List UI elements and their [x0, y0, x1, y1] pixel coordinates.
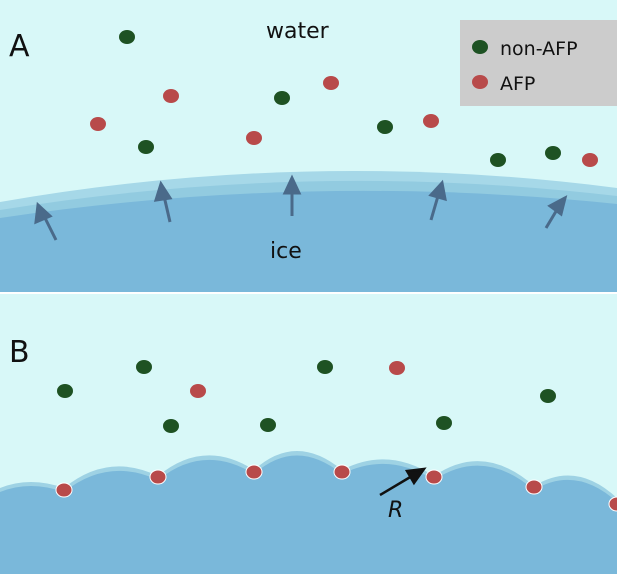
non-afp-particles [119, 30, 561, 167]
panel-b-diagram: B R [0, 335, 617, 574]
non-afp-particle [163, 419, 179, 433]
non-afp-particle [436, 416, 452, 430]
legend: non-AFP AFP [460, 20, 617, 106]
adsorbed-afp-particles [55, 464, 617, 512]
afp-particle [608, 496, 617, 512]
panel-a-diagram: non-AFP AFP A water ice [0, 19, 617, 292]
non-afp-particle [274, 91, 290, 105]
radius-label: R [388, 498, 403, 523]
afp-particle [323, 76, 339, 90]
non-afp-particle [136, 360, 152, 374]
ice-label: ice [270, 239, 302, 264]
afp-particles-b [190, 361, 405, 398]
non-afp-particle [490, 153, 506, 167]
non-afp-particle [317, 360, 333, 374]
non-afp-particles-b [57, 360, 556, 433]
afp-particles [90, 76, 598, 167]
afp-particle [582, 153, 598, 167]
non-afp-particle [540, 389, 556, 403]
non-afp-particle [138, 140, 154, 154]
panel-b-label: B [9, 335, 30, 370]
afp-particle [190, 384, 206, 398]
afp-particle [149, 469, 167, 485]
afp-particle [246, 131, 262, 145]
afp-particle [90, 117, 106, 131]
non-afp-particle [119, 30, 135, 44]
afp-particle [245, 464, 263, 480]
legend-label-non-afp: non-AFP [500, 38, 578, 60]
water-label: water [266, 19, 330, 44]
growth-arrow [544, 195, 568, 229]
growth-arrows [34, 174, 568, 241]
afp-particle [333, 464, 351, 480]
non-afp-particle [545, 146, 561, 160]
afp-particle [425, 469, 443, 485]
growth-arrow [282, 174, 302, 216]
growth-arrow [428, 179, 447, 221]
afp-particle [163, 89, 179, 103]
non-afp-particle [57, 384, 73, 398]
ice-block-rough [0, 455, 617, 574]
afp-particle [423, 114, 439, 128]
panel-a: non-AFP AFP A water ice [0, 0, 617, 292]
legend-swatch-non-afp [472, 40, 488, 54]
growth-arrow [34, 201, 58, 241]
non-afp-particle [260, 418, 276, 432]
panel-b: B R [0, 292, 617, 574]
legend-swatch-afp [472, 75, 488, 89]
panel-a-label: A [9, 29, 30, 64]
ice-block [0, 190, 617, 292]
afp-particle [525, 479, 543, 495]
afp-particle [55, 482, 73, 498]
afp-particle [389, 361, 405, 375]
radius-arrow [379, 467, 427, 497]
legend-label-afp: AFP [500, 73, 535, 95]
legend-box [460, 20, 617, 106]
growth-arrow [153, 180, 173, 223]
non-afp-particle [377, 120, 393, 134]
